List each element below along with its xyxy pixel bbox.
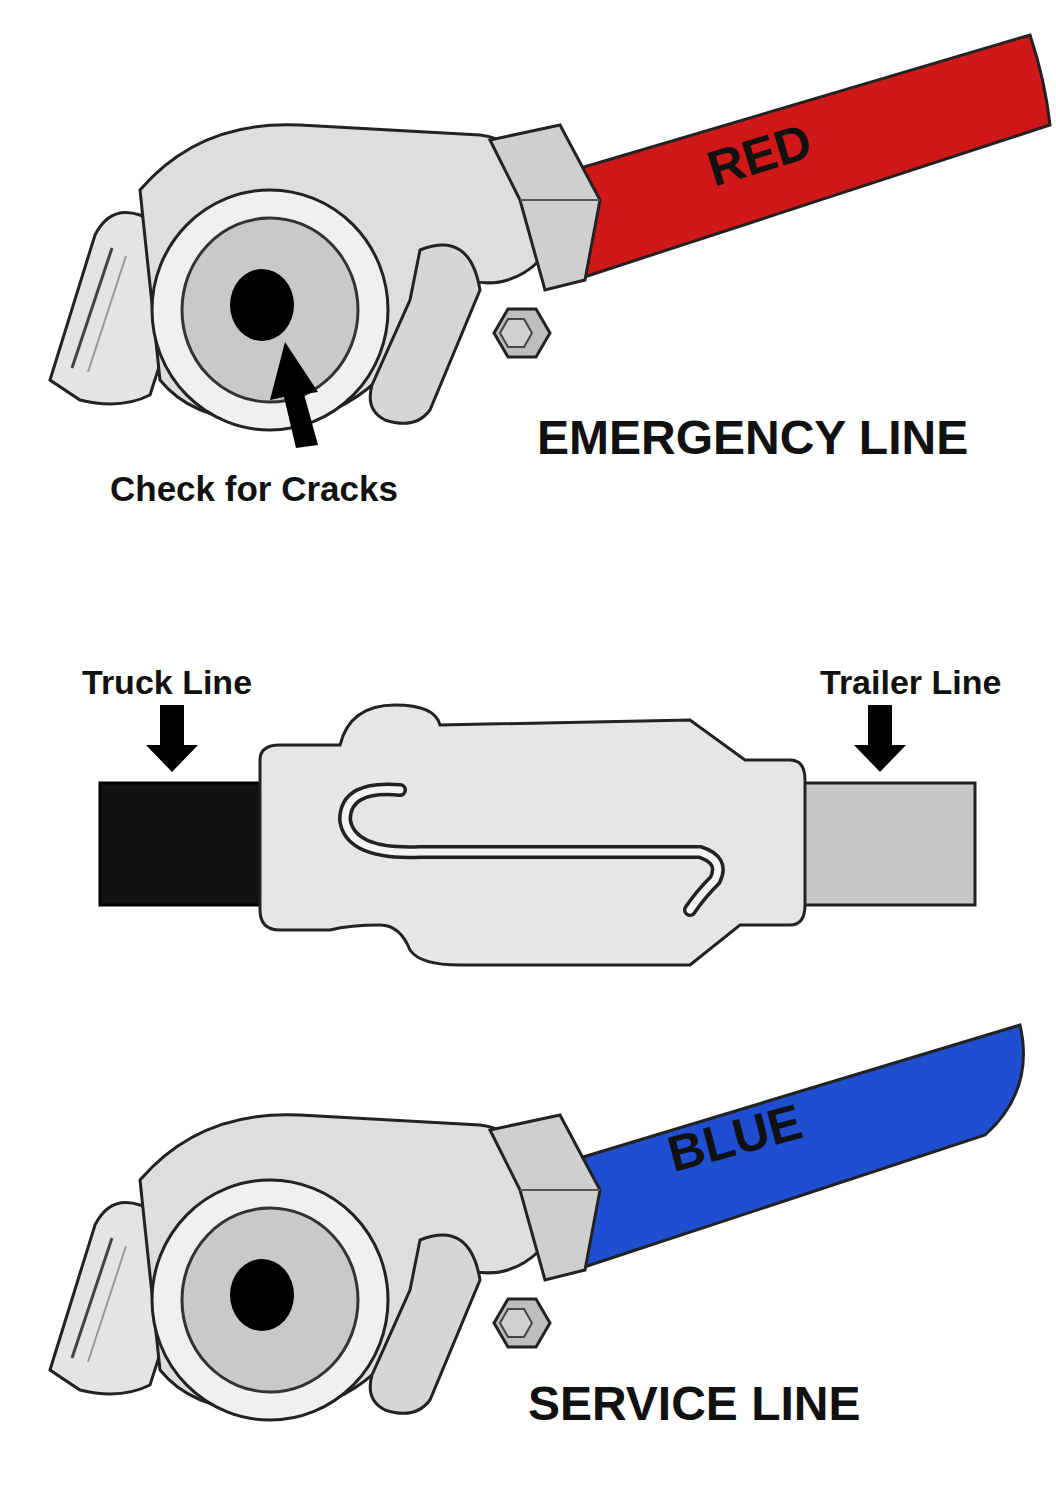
line-title: SERVICE LINE <box>528 1378 861 1431</box>
callout-label: Check for Cracks <box>110 470 398 509</box>
part-label: Trailer Line <box>820 664 1001 701</box>
part-label: Truck Line <box>82 664 252 701</box>
line-title: EMERGENCY LINE <box>537 412 968 465</box>
